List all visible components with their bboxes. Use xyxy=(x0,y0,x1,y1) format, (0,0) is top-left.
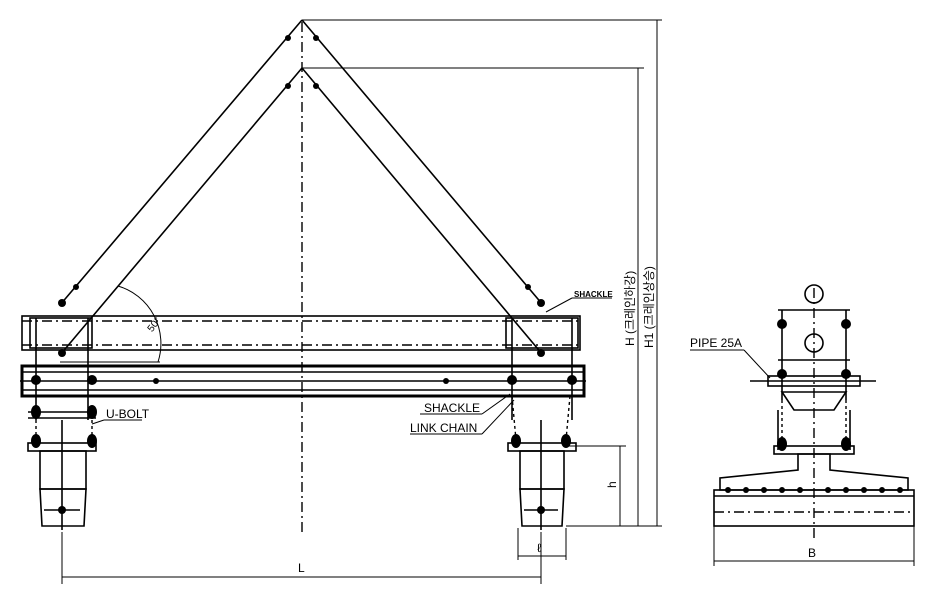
H-dimension-label: H (크레인하강) xyxy=(623,271,637,346)
main-beam xyxy=(20,364,586,398)
inner-slings xyxy=(59,67,544,356)
shackle-label: SHACKLE xyxy=(424,401,480,415)
bolt-row xyxy=(725,487,903,493)
left-hanger xyxy=(27,299,97,530)
H1-dimension-label: H1 (크레인상승) xyxy=(642,266,656,348)
h-dimension-label: h xyxy=(605,481,619,488)
L-dimension-label: L xyxy=(298,561,305,575)
angle-label: 50° xyxy=(146,316,164,335)
side-view xyxy=(690,284,915,566)
leaders xyxy=(91,297,612,435)
right-hanger xyxy=(505,299,579,530)
shackle-top-label: SHACKLE xyxy=(574,290,613,299)
u-bolt-label: U-BOLT xyxy=(106,407,150,421)
link-chain-label: LINK CHAIN xyxy=(410,421,477,435)
front-view xyxy=(20,19,586,532)
upper-beam xyxy=(21,315,581,351)
B-dimension-label: B xyxy=(808,546,816,560)
pipe-label: PIPE 25A xyxy=(690,336,742,350)
dimensions-front xyxy=(61,19,662,584)
l-small-dimension-label: ℓ xyxy=(537,541,541,555)
